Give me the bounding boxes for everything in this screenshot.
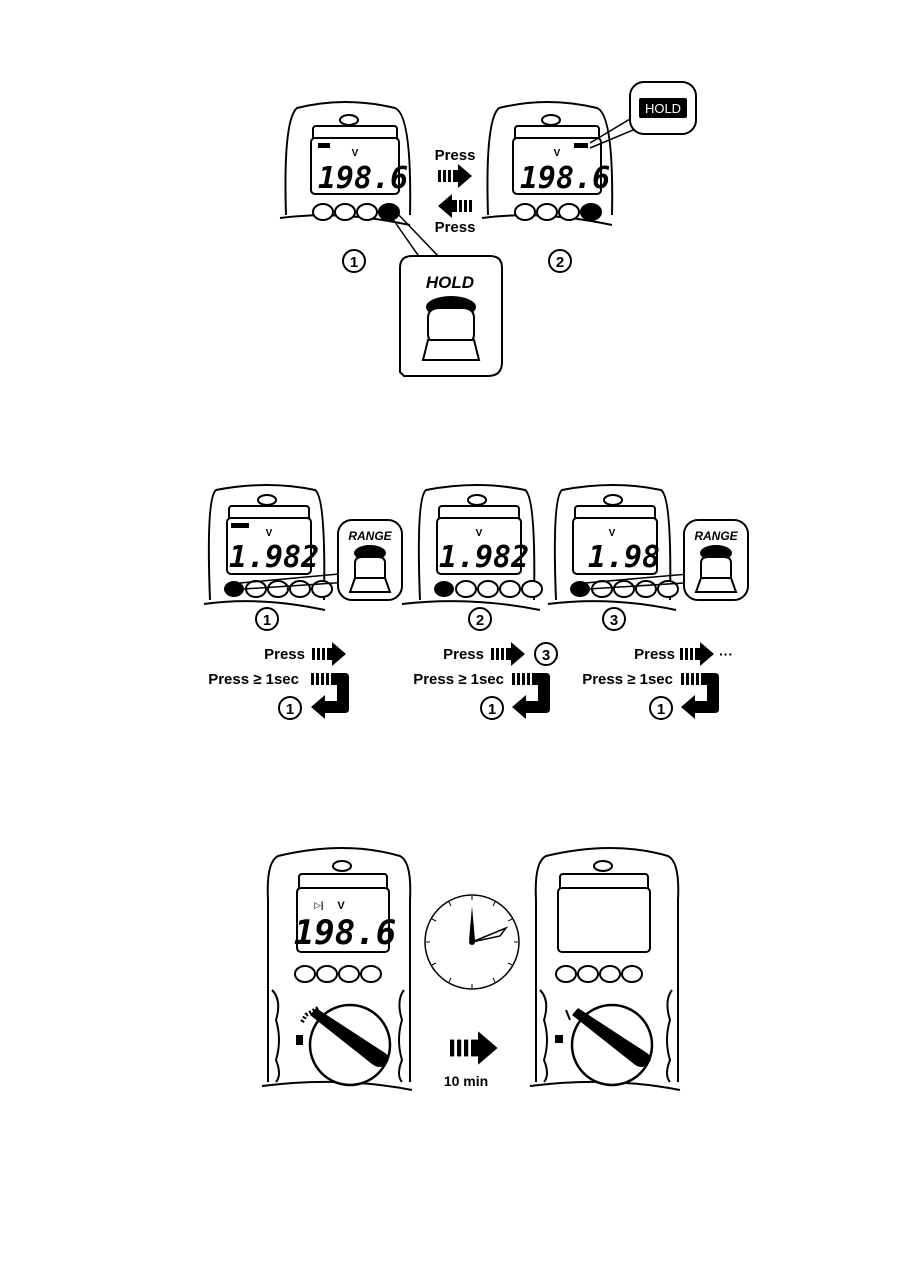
arrow-right-icon [312,642,346,666]
press-label-forward: Press [435,147,476,164]
press-long-label: Press ≥ 1sec [413,671,504,688]
return-arrow-icon [681,673,719,719]
blank-display [557,887,651,953]
display-reading: 1.982 [439,540,529,575]
zoom-button-label: RANGE [348,529,392,543]
arrow-right-icon [491,642,525,666]
meter-hold-off: V 198.6 [279,101,412,226]
duration-label: 10 min [444,1073,488,1089]
ellipsis: ··· [719,646,733,662]
meter-range-3: V 1.98 [547,484,679,611]
arrow-right-icon [438,164,472,188]
press-long-label: Press ≥ 1sec [208,671,299,688]
unit-label: V [554,148,561,159]
hold-section: V 198.6 Press Press V 198.6 HOLD [279,81,697,377]
instruction-col-3: Press ··· Press ≥ 1sec 1 [582,642,733,720]
unit-label: V [609,528,616,539]
range-button-zoom: RANGE [683,519,749,601]
press-long-label: Press ≥ 1sec [582,671,673,688]
step-badge: 2 [468,607,492,631]
zoom-button-label: HOLD [426,273,474,292]
step-badge: 3 [602,607,626,631]
return-target: 1 [286,701,294,718]
unit-label: V [337,900,345,912]
unit-label: V [266,528,273,539]
instruction-col-2: Press 3 Press ≥ 1sec 1 [413,642,558,720]
auto-off-section: ▷| V 198.6 [261,847,681,1091]
press-label: Press [634,646,675,663]
zoom-button-label: RANGE [694,529,738,543]
hold-button-zoom: HOLD [399,255,503,377]
instruction-col-1: Press Press ≥ 1sec 1 [208,642,349,720]
unit-label: V [476,528,483,539]
diode-icon: ▷| [314,900,323,910]
display-reading: 198.6 [318,161,408,196]
svg-text:2: 2 [476,612,484,629]
svg-text:2: 2 [556,254,564,271]
next-step: 3 [542,647,550,664]
display-reading: 1.982 [229,540,319,575]
clock-icon [424,894,520,990]
unit-label: V [352,148,359,159]
press-label: Press [264,646,305,663]
meter-range-1: V 1.982 [203,484,333,611]
press-label: Press [443,646,484,663]
arrow-right-icon [680,642,714,666]
meter-range-2: V 1.982 [401,484,543,611]
display-reading: 1.98 [588,540,660,575]
return-target: 1 [657,701,665,718]
return-target: 1 [488,701,496,718]
hold-indicator [574,143,588,148]
step-badge: 1 [342,249,366,273]
display-reading: 198.6 [294,913,396,953]
meter-off [529,847,681,1091]
step-badge: 1 [255,607,279,631]
range-button-zoom: RANGE [337,519,403,601]
arrow-left-icon [438,194,472,218]
arrow-right-icon [450,1031,498,1065]
press-label-back: Press [435,219,476,236]
svg-text:1: 1 [263,612,271,629]
range-section: V 1.982 RANGE V 1.982 [203,484,749,720]
svg-text:3: 3 [610,612,618,629]
meter-on: ▷| V 198.6 [261,847,413,1091]
return-arrow-icon [311,673,349,719]
return-arrow-icon [512,673,550,719]
svg-text:1: 1 [350,254,358,271]
step-badge: 2 [548,249,572,273]
meter-hold-on: V 198.6 [481,101,614,226]
hold-callout-label: HOLD [645,101,681,116]
display-reading: 198.6 [520,161,610,196]
